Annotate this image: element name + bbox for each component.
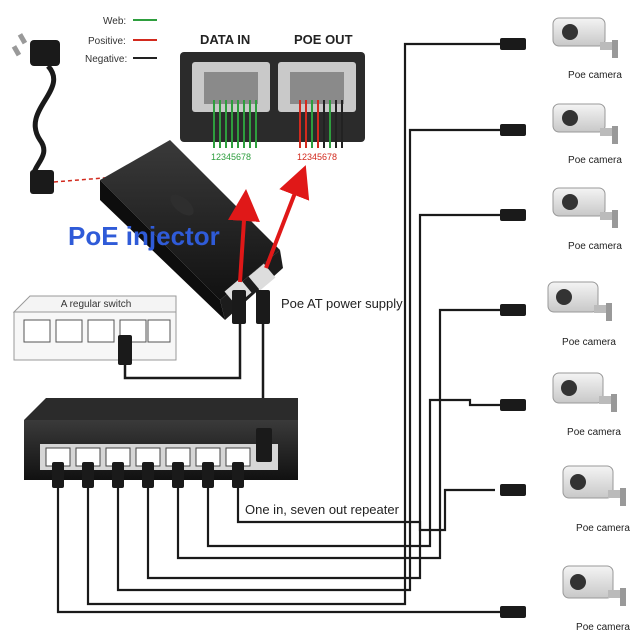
poe-injector-title: PoE injector [68,221,220,251]
repeater-label: One in, seven out repeater [245,502,400,517]
camera-icon [552,17,618,58]
camera-icon [562,465,626,506]
cable-camera-4 [176,308,500,560]
repeater-device [24,398,298,480]
poe-out-pin-numbers: 12345678 [297,152,337,162]
camera-1: Poe camera [552,17,622,81]
repeater-output-connectors [52,462,244,488]
camera-5: Poe camera [552,372,621,438]
camera-2: Poe camera [552,103,622,166]
camera-label: Poe camera [568,155,622,166]
camera-label: Poe camera [568,70,622,81]
injector-poe-out-connector [256,290,270,324]
camera-cables [56,42,500,614]
camera-label: Poe camera [576,622,630,633]
cable-camera-2 [116,128,500,592]
data-in-arrow [227,189,260,283]
poe-out-label: POE OUT [294,32,353,47]
cable-camera-7 [56,488,500,614]
wire-color-legend: Web: Positive: Negative: [85,16,157,65]
data-in-pin-wires [213,100,257,148]
camera-icon [562,565,626,606]
poe-out-pin-wires [299,100,343,148]
camera-icon [552,187,618,228]
cable-camera-5 [206,398,500,548]
switch-to-injector-cable [123,324,242,380]
legend-web-label: Web: [103,16,126,27]
injector-data-in-connector [232,290,246,324]
camera-3: Poe camera [552,187,622,252]
camera-6: Poe camera [562,465,630,534]
power-plug-icon [11,33,60,194]
camera-icon [552,372,617,412]
switch-cable-connector [118,335,132,365]
camera-label: Poe camera [562,337,616,348]
poe-out-arrow [264,165,310,269]
data-in-label: DATA IN [200,32,250,47]
camera-icon [552,103,618,144]
camera-label: Poe camera [576,523,630,534]
camera-side-connectors [500,38,526,618]
legend-positive-label: Positive: [88,36,126,47]
regular-switch-title: A regular switch [61,299,132,310]
data-in-pin-numbers: 12345678 [211,152,251,162]
port-closeup: DATA IN POE OUT [180,32,365,162]
poe-injector-device [100,140,283,320]
legend-negative-label: Negative: [85,54,127,65]
camera-label: Poe camera [568,241,622,252]
regular-switch-device [12,295,177,361]
cable-camera-1 [86,42,500,606]
camera-label: Poe camera [567,427,621,438]
camera-4: Poe camera [547,281,616,348]
cable-camera-3 [146,213,500,580]
camera-7: Poe camera [562,565,630,633]
power-supply-label: Poe AT power supply [281,296,403,311]
camera-icon [547,281,612,321]
